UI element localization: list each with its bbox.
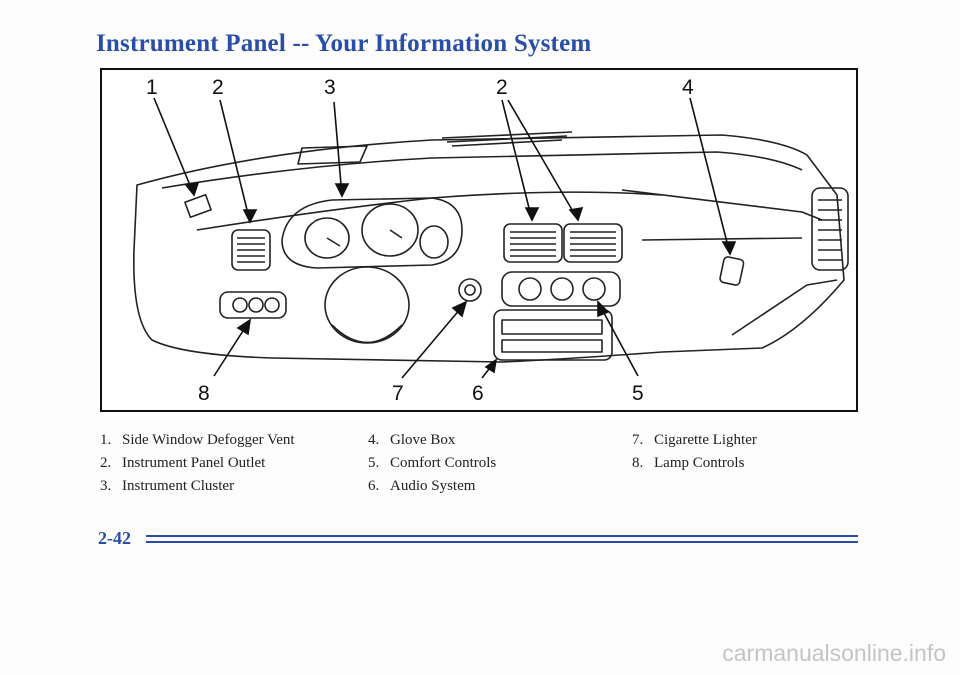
list-item: 5. Comfort Controls: [368, 455, 496, 478]
legend-num: 6.: [368, 478, 380, 494]
legend-num: 2.: [100, 455, 112, 471]
callout-1: 1: [146, 76, 158, 99]
legend-label: Cigarette Lighter: [654, 432, 757, 448]
cluster-housing: [281, 197, 463, 269]
list-item: 2. Instrument Panel Outlet: [100, 455, 295, 478]
legend-num: 7.: [632, 432, 644, 448]
right-outlet: [811, 187, 849, 271]
legend-label: Comfort Controls: [390, 455, 497, 471]
callout-5: 5: [632, 382, 644, 405]
page-title: Instrument Panel -- Your Information Sys…: [96, 30, 592, 57]
legend-label: Side Window Defogger Vent: [122, 432, 295, 448]
callout-8: 8: [198, 382, 210, 405]
center-outlet-left: [503, 223, 563, 263]
callout-4: 4: [682, 76, 694, 99]
cluster-gauge-center: [361, 203, 419, 257]
instrument-panel-diagram: 1 2 3 2 4 8 7 6 5: [100, 68, 858, 412]
legend-label: Lamp Controls: [654, 455, 745, 471]
legend-num: 1.: [100, 432, 112, 448]
callout-2-left: 2: [212, 76, 224, 99]
legend-label: Instrument Panel Outlet: [122, 455, 266, 471]
cluster-gauge-right: [419, 225, 449, 259]
list-item: 8. Lamp Controls: [632, 455, 757, 478]
lamp-controls: [219, 291, 287, 319]
list-item: 3. Instrument Cluster: [100, 478, 295, 501]
callout-7: 7: [392, 382, 404, 405]
legend-num: 5.: [368, 455, 380, 471]
left-outlet: [231, 229, 271, 271]
cluster-gauge-left: [304, 217, 350, 259]
side-vent-left: [184, 193, 212, 219]
legend-num: 3.: [100, 478, 112, 494]
legend-label: Audio System: [390, 478, 476, 494]
windshield-vent: [441, 131, 573, 147]
dashboard-illustration: 1 2 3 2 4 8 7 6 5: [133, 76, 849, 405]
legend-column-1: 1. Side Window Defogger Vent 2. Instrument…: [100, 432, 295, 501]
legend-num: 4.: [368, 432, 380, 448]
glove-box-latch: [719, 256, 745, 286]
comfort-controls: [501, 271, 621, 307]
lighter: [458, 278, 482, 302]
footer-rule-top: [146, 535, 858, 537]
callout-6: 6: [472, 382, 484, 405]
list-item: 4. Glove Box: [368, 432, 496, 455]
legend-num: 8.: [632, 455, 644, 471]
list-item: 1. Side Window Defogger Vent: [100, 432, 295, 455]
legend-column-3: 7. Cigarette Lighter 8. Lamp Controls: [632, 432, 757, 478]
center-outlet-right: [563, 223, 623, 263]
steering-column: [324, 266, 410, 344]
legend-column-2: 4. Glove Box 5. Comfort Controls 6. Audio S…: [368, 432, 496, 501]
audio-system: [493, 309, 613, 361]
watermark: carmanualsonline.info: [722, 640, 946, 666]
dash-upper-edge: [161, 151, 803, 189]
list-item: 7. Cigarette Lighter: [632, 432, 757, 455]
list-item: 6. Audio System: [368, 478, 496, 501]
footer-rule-bottom: [146, 541, 858, 543]
callout-3: 3: [324, 76, 336, 99]
legend-label: Instrument Cluster: [122, 478, 235, 494]
defrost-rect: [297, 145, 368, 165]
legend-label: Glove Box: [390, 432, 456, 448]
callout-2-center: 2: [496, 76, 508, 99]
page-number: 2-42: [98, 528, 131, 548]
dash-outline: [133, 134, 845, 363]
